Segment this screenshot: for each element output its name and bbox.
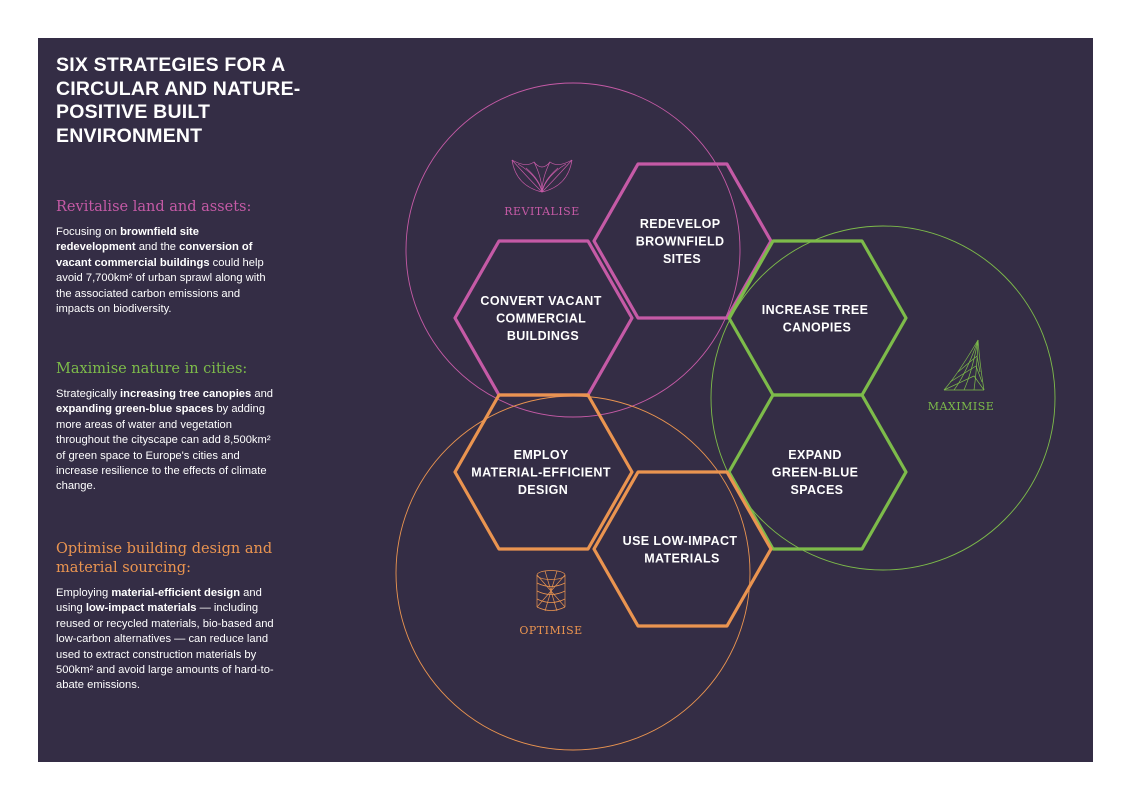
- section-body-optimise: Employing material-efficient design and …: [56, 587, 274, 692]
- hex-line: GREEN-BLUE: [772, 466, 859, 480]
- section-body-revitalise: Focusing on brownfield site redevelopmen…: [56, 226, 266, 316]
- hex-outline: [727, 393, 908, 551]
- optimise-circle: [395, 395, 751, 751]
- hex-outline: [592, 470, 773, 628]
- section-revitalise: Revitalise land and assets: Focusing on …: [56, 198, 286, 317]
- hex-line: SITES: [663, 252, 701, 266]
- tent-icon: [943, 339, 985, 391]
- hex-outline: [453, 393, 634, 551]
- hex-line: BROWNFIELD: [636, 235, 725, 249]
- bold-phrase: brownfield site redevelopment: [56, 226, 200, 254]
- hex-label: INCREASE TREE CANOPIES: [762, 303, 872, 335]
- hex-line: EMPLOY: [514, 448, 569, 462]
- section-heading-revitalise: Revitalise land and assets:: [56, 199, 252, 215]
- strategy-diagram: REVITALISE MAXIMISE OPTIMISE REDEVELOP B…: [395, 82, 1056, 751]
- group-circles: [395, 82, 1056, 751]
- cylinder-icon: [536, 570, 566, 612]
- hex-redevelop-brownfield-sites: REDEVELOP BROWNFIELD SITES: [592, 162, 773, 320]
- section-heading-optimise: Optimise building design and material so…: [56, 541, 273, 576]
- hex-line: USE LOW-IMPACT: [623, 534, 738, 548]
- hex-label: REDEVELOP BROWNFIELD SITES: [636, 217, 729, 266]
- hex-use-low-impact-materials: USE LOW-IMPACT MATERIALS: [592, 470, 773, 628]
- hex-label: EXPAND GREEN-BLUE SPACES: [772, 448, 863, 497]
- hex-expand-green-blue-spaces: EXPAND GREEN-BLUE SPACES: [727, 393, 908, 551]
- hex-line: CONVERT VACANT: [480, 294, 601, 308]
- hex-employ-material-efficient-design: EMPLOY MATERIAL-EFFICIENT DESIGN: [453, 393, 634, 551]
- hex-line: MATERIALS: [644, 552, 720, 566]
- maximise-circle: [710, 225, 1056, 571]
- bold-phrase: low-impact materials: [85, 602, 197, 615]
- hex-line: INCREASE TREE: [762, 303, 869, 317]
- bold-phrase: conversion of vacant commercial building…: [56, 241, 253, 269]
- section-optimise: Optimise building design and material so…: [56, 540, 286, 694]
- hex-label: USE LOW-IMPACT MATERIALS: [623, 534, 742, 566]
- hex-label: EMPLOY MATERIAL-EFFICIENT DESIGN: [471, 448, 614, 497]
- bold-phrase: expanding green-blue spaces: [56, 403, 214, 416]
- hex-line: MATERIAL-EFFICIENT: [471, 466, 611, 480]
- page-title: SIX STRATEGIES FOR A CIRCULAR AND NATURE…: [56, 54, 301, 147]
- hex-line: DESIGN: [518, 483, 568, 497]
- optimise-label: OPTIMISE: [519, 624, 582, 637]
- section-body-maximise: Strategically increasing tree canopies a…: [56, 388, 274, 493]
- hex-line: SPACES: [791, 483, 844, 497]
- section-maximise: Maximise nature in cities: Strategically…: [56, 360, 286, 495]
- revitalise-circle: [405, 82, 741, 418]
- infographic-panel: SIX STRATEGIES FOR A CIRCULAR AND NATURE…: [38, 38, 1093, 762]
- hex-line: BUILDINGS: [507, 329, 579, 343]
- hex-outline: [592, 162, 773, 320]
- hex-label: CONVERT VACANT COMMERCIAL BUILDINGS: [480, 294, 605, 343]
- section-heading-maximise: Maximise nature in cities:: [56, 361, 248, 377]
- hex-line: REDEVELOP: [640, 217, 720, 231]
- bold-phrase: material-efficient design: [111, 587, 241, 599]
- hex-line: CANOPIES: [783, 321, 852, 335]
- hex-outline: [727, 239, 908, 397]
- hex-increase-tree-canopies: INCREASE TREE CANOPIES: [727, 239, 908, 397]
- hex-line: COMMERCIAL: [496, 312, 586, 326]
- lotus-icon: [511, 159, 573, 193]
- maximise-label: MAXIMISE: [928, 400, 995, 413]
- revitalise-label: REVITALISE: [504, 205, 580, 218]
- hex-line: EXPAND: [788, 448, 842, 462]
- bold-phrase: increasing tree canopies: [120, 388, 252, 400]
